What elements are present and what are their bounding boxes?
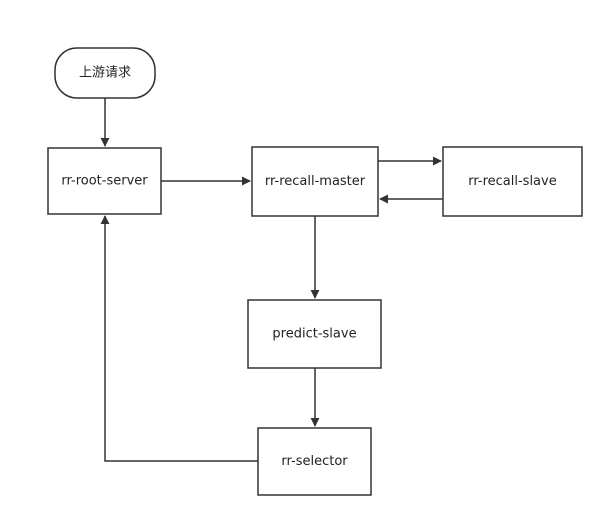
node-rr-recall-master: rr-recall-master: [251, 146, 379, 217]
node-predict-slave-label: predict-slave: [272, 327, 356, 342]
node-rr-recall-slave: rr-recall-slave: [442, 146, 583, 217]
node-rr-root-server-shape: [47, 147, 162, 215]
node-predict-slave-shape: [247, 299, 382, 369]
node-rr-root-server-label: rr-root-server: [61, 174, 148, 189]
node-rr-selector-shape: [257, 427, 372, 496]
node-rr-recall-master-shape: [251, 146, 379, 217]
edges: [100, 98, 443, 462]
node-upstream: 上游请求: [54, 47, 156, 99]
node-rr-recall-master-label: rr-recall-master: [265, 174, 366, 189]
node-rr-recall-slave-label: rr-recall-slave: [468, 174, 556, 189]
node-rr-recall-slave-shape: [442, 146, 583, 217]
node-rr-selector-label: rr-selector: [281, 454, 348, 469]
node-upstream-label: 上游请求: [79, 66, 131, 81]
node-rr-root-server: rr-root-server: [47, 147, 162, 215]
node-predict-slave: predict-slave: [247, 299, 382, 369]
edge-selector-to-root-server: [100, 215, 258, 462]
node-upstream-shape: [54, 47, 156, 99]
node-rr-selector: rr-selector: [257, 427, 372, 496]
